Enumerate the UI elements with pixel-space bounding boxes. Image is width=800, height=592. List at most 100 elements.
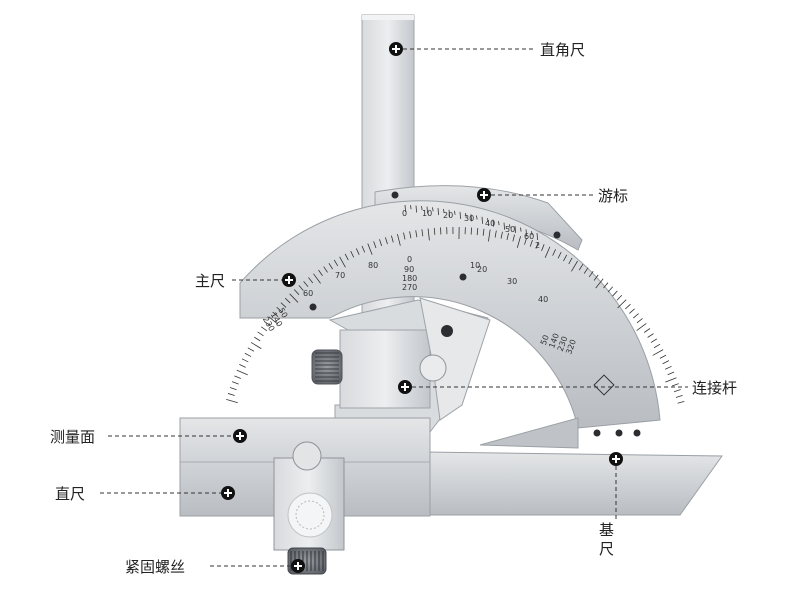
vernier-scale-ticks — [404, 204, 538, 241]
tick-mark — [313, 273, 321, 284]
plus-sign — [294, 562, 302, 570]
tick-mark — [647, 333, 654, 338]
tick-mark — [264, 321, 271, 327]
tick-mark — [328, 262, 333, 270]
tick-mark — [421, 229, 424, 237]
tick-mark — [261, 326, 268, 332]
tick-mark — [226, 399, 238, 404]
connecting-rod-piece — [419, 297, 491, 421]
tick-mark — [367, 243, 373, 255]
vernier-num-10: 10 — [422, 209, 432, 218]
tick-mark — [524, 237, 527, 245]
label-base-ruler-line2: 尺 — [599, 540, 614, 558]
main-scale-numbers: 0 80 70 60 10 20 30 40 90 180 270 — [303, 255, 548, 304]
main-scale-ticks — [226, 227, 685, 404]
tick-mark — [427, 228, 430, 241]
tick-mark — [509, 224, 511, 229]
plus-sign — [236, 432, 244, 440]
label-base-ruler-line1: 基 — [599, 521, 614, 539]
tick-mark — [571, 260, 578, 272]
main-center-180: 180 — [402, 274, 417, 283]
left-stack-50: 50 — [277, 306, 290, 319]
tick-mark — [470, 214, 472, 222]
label-measuring-face: 测量面 — [50, 428, 95, 446]
main-scale-sector — [239, 200, 661, 429]
tick-mark — [234, 375, 241, 379]
vernier-num-30: 30 — [464, 214, 474, 223]
tick-mark — [665, 377, 677, 383]
tick-mark — [563, 254, 568, 262]
tick-mark — [612, 290, 618, 297]
tick-mark — [636, 318, 643, 324]
tick-mark — [662, 360, 670, 365]
tick-mark — [298, 285, 304, 291]
tick-mark — [415, 205, 417, 213]
tick-mark — [482, 228, 485, 236]
base-ruler — [424, 451, 723, 516]
tick-mark — [280, 302, 287, 308]
tick-mark — [318, 269, 323, 277]
side-knurled-knob[interactable] — [311, 349, 343, 385]
vernier-num-40: 40 — [485, 219, 495, 228]
tick-mark — [229, 387, 237, 391]
tick-mark — [529, 239, 533, 247]
tick-mark — [643, 328, 651, 333]
main-num-10: 10 — [470, 261, 480, 270]
rod-knob[interactable] — [419, 354, 447, 382]
tick-mark — [276, 306, 283, 313]
tick-mark — [578, 264, 584, 271]
tick-mark — [303, 281, 309, 288]
tick-mark — [500, 231, 503, 239]
clamp-block — [339, 329, 431, 409]
tick-mark — [448, 209, 450, 217]
tick-mark — [268, 316, 279, 325]
tick-mark — [350, 250, 355, 258]
tick-mark — [239, 364, 246, 368]
tick-mark — [514, 225, 516, 233]
tick-mark — [481, 216, 483, 224]
tick-mark — [254, 336, 261, 342]
tick-mark — [516, 236, 521, 248]
plus-sign — [392, 45, 400, 53]
tick-mark — [289, 293, 299, 303]
label-locking-screw: 紧固螺丝 — [125, 558, 185, 576]
tick-mark — [488, 229, 491, 242]
plus-sign — [612, 455, 620, 463]
tick-mark — [536, 232, 538, 241]
main-num-80: 80 — [368, 261, 378, 270]
tick-mark — [410, 205, 412, 210]
tick-mark — [257, 331, 264, 337]
tick-mark — [459, 211, 461, 219]
tick-mark — [293, 289, 300, 295]
tick-mark — [616, 294, 623, 301]
tick-mark — [617, 299, 627, 309]
tick-mark — [520, 227, 522, 232]
tick-mark — [333, 259, 339, 267]
main-center-270: 270 — [402, 283, 417, 292]
screws — [309, 191, 641, 437]
tick-mark — [344, 253, 349, 261]
tick-mark — [673, 389, 681, 393]
tick-mark — [498, 221, 500, 226]
main-num-70: 70 — [335, 271, 345, 280]
tick-mark — [227, 393, 235, 396]
base-ruler-wedge — [479, 417, 579, 449]
tick-mark — [379, 239, 383, 247]
tick-mark — [512, 234, 515, 242]
tick-mark — [433, 227, 436, 235]
tick-mark — [652, 349, 664, 356]
main-num-0: 0 — [407, 255, 412, 264]
tick-mark — [487, 218, 489, 223]
callout-markers — [221, 42, 623, 573]
tick-mark — [667, 371, 675, 376]
tick-mark — [339, 256, 346, 268]
tick-mark — [250, 342, 262, 349]
vernier-num-50: 50 — [505, 225, 515, 234]
tick-mark — [636, 323, 647, 331]
vernier-num-0: 0 — [402, 209, 407, 218]
clamp-top-knob[interactable] — [292, 441, 322, 471]
main-num-40: 40 — [538, 295, 548, 304]
tick-mark — [361, 245, 366, 253]
tick-mark — [247, 347, 255, 352]
tick-mark — [421, 205, 423, 211]
